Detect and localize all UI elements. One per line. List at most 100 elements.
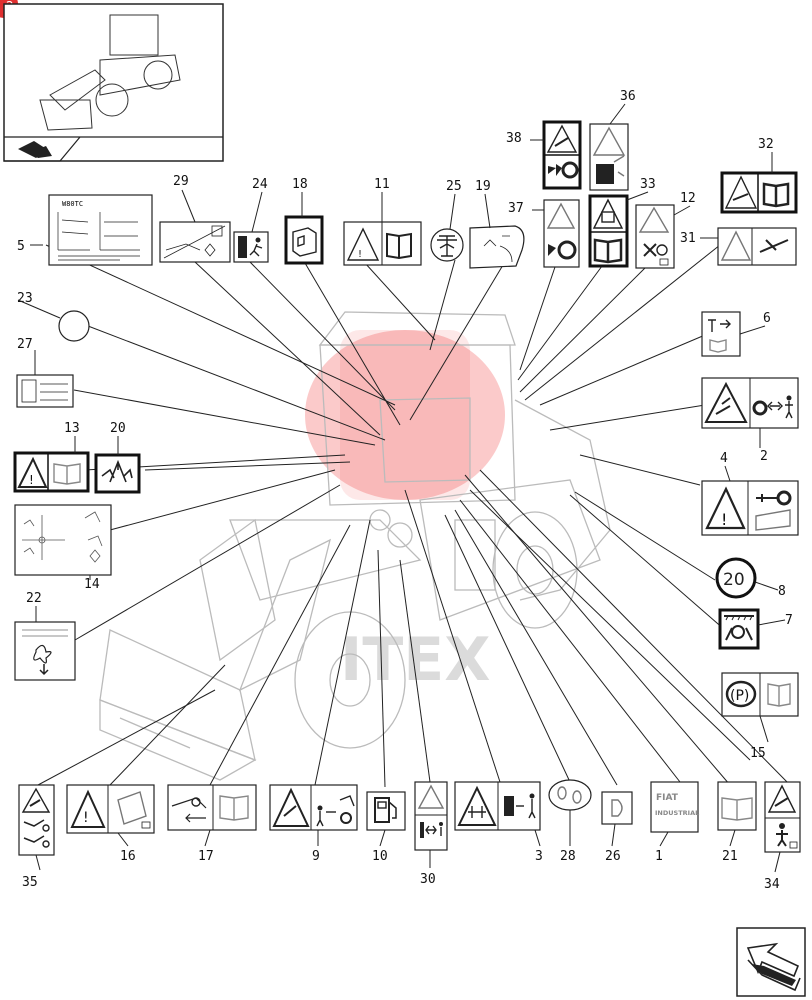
svg-text:!: ! [83, 810, 89, 826]
industrial-logo-text: INDUSTRIAL [655, 809, 699, 817]
decal-1[interactable]: FIAT INDUSTRIAL [650, 781, 699, 833]
decal-28[interactable] [548, 779, 592, 811]
callout-38: 38 [506, 131, 522, 146]
decal-18[interactable] [284, 215, 324, 265]
speed-limit-text: 20 [723, 570, 745, 590]
decal-31[interactable] [717, 227, 797, 266]
decal-25[interactable] [430, 228, 464, 262]
decal-34[interactable] [764, 781, 801, 853]
decal-30[interactable] [414, 781, 448, 851]
callout-3: 3 [535, 849, 543, 864]
callout-18: 18 [292, 177, 308, 192]
callout-5: 5 [17, 239, 25, 254]
callout-10: 10 [372, 849, 388, 864]
decal-11[interactable]: ! [343, 221, 422, 266]
decal-20[interactable] [94, 453, 141, 494]
decal-22[interactable] [14, 621, 76, 681]
decal-13[interactable]: ! [13, 451, 90, 493]
person-icon-34 [776, 823, 788, 847]
decal-4[interactable]: ! [701, 480, 799, 536]
callout-29: 29 [173, 174, 189, 189]
decal-23[interactable] [58, 310, 90, 342]
running-man-icon [249, 237, 263, 257]
decal-5[interactable]: W80TC [48, 194, 153, 266]
callout-15: 15 [750, 746, 766, 761]
machine-thumbnail[interactable] [3, 3, 224, 162]
svg-text:!: ! [721, 510, 727, 529]
callout-6: 6 [763, 311, 771, 326]
decal-16[interactable]: ! [66, 784, 155, 834]
callout-36: 36 [620, 89, 636, 104]
callout-2: 2 [760, 449, 768, 464]
callout-22: 22 [26, 591, 42, 606]
next-page-button[interactable] [736, 927, 806, 997]
decal-9[interactable] [269, 784, 358, 831]
decal-27[interactable] [16, 374, 74, 408]
decal-19[interactable] [469, 225, 525, 269]
fiat-logo-text: FIAT [656, 793, 679, 803]
callout-26: 26 [605, 849, 621, 864]
callout-14: 14 [84, 577, 100, 592]
decal-32[interactable] [720, 171, 798, 214]
decal-10[interactable] [366, 791, 406, 831]
callout-21: 21 [722, 849, 738, 864]
decal-21[interactable] [717, 781, 757, 831]
callout-32: 32 [758, 137, 774, 152]
callout-35: 35 [22, 875, 38, 890]
callout-33: 33 [640, 177, 656, 192]
callout-1: 1 [655, 849, 663, 864]
decal-14[interactable] [14, 504, 112, 576]
decal-7[interactable] [718, 608, 760, 650]
parking-icon: (P) [725, 680, 757, 708]
decal-33[interactable] [588, 194, 629, 268]
manual-book-icon-33 [593, 238, 623, 264]
decal-35[interactable] [18, 784, 55, 856]
callout-13: 13 [64, 421, 80, 436]
decal-15[interactable]: (P) [721, 672, 799, 717]
leader-lines [30, 244, 791, 788]
callout-numbers: 1 2 3 4 5 6 7 8 9 10 11 12 13 14 15 16 1… [17, 89, 793, 892]
person-icon [785, 395, 793, 419]
callout-12: 12 [680, 191, 696, 206]
callout-11: 11 [374, 177, 390, 192]
decal-24[interactable] [233, 231, 269, 263]
wheel-loader-drawing [99, 311, 611, 781]
svg-text:!: ! [358, 249, 362, 260]
callout-30: 30 [420, 872, 436, 887]
decal-37[interactable] [543, 199, 580, 268]
fuel-pump-icon [374, 797, 397, 823]
callout-25: 25 [446, 179, 462, 194]
decal-26[interactable] [601, 791, 633, 825]
callout-34: 34 [764, 877, 780, 892]
decal-38[interactable] [542, 120, 582, 190]
fuse-box-icon [292, 227, 317, 257]
parking-text: (P) [730, 688, 749, 704]
callout-8: 8 [778, 584, 786, 599]
svg-text:!: ! [29, 473, 34, 487]
decal-6[interactable] [701, 311, 741, 357]
decal-17[interactable] [167, 784, 257, 831]
decal-8[interactable]: 20 [715, 557, 757, 599]
callout-24: 24 [252, 177, 268, 192]
callout-17: 17 [198, 849, 214, 864]
key-icon [756, 490, 792, 506]
callout-20: 20 [110, 421, 126, 436]
callout-28: 28 [560, 849, 576, 864]
thumbnail-arrow-icon [18, 141, 52, 158]
decal-29[interactable] [159, 221, 231, 263]
decal-3[interactable] [454, 781, 541, 831]
watermark-logo: ITEX [305, 330, 505, 695]
callout-19: 19 [475, 179, 491, 194]
callout-4: 4 [720, 451, 728, 466]
warning-triangle-icon: ! [346, 227, 380, 261]
callout-37: 37 [508, 201, 524, 216]
decal-36[interactable] [589, 123, 629, 191]
watermark-text: ITEX [340, 625, 491, 695]
machine-thumbnail-icon [39, 14, 181, 131]
callout-ticks [17, 103, 786, 873]
callout-9: 9 [312, 849, 320, 864]
decal-12[interactable] [635, 204, 675, 269]
decal-2[interactable] [701, 377, 799, 429]
decal-5-title: W80TC [62, 200, 83, 208]
